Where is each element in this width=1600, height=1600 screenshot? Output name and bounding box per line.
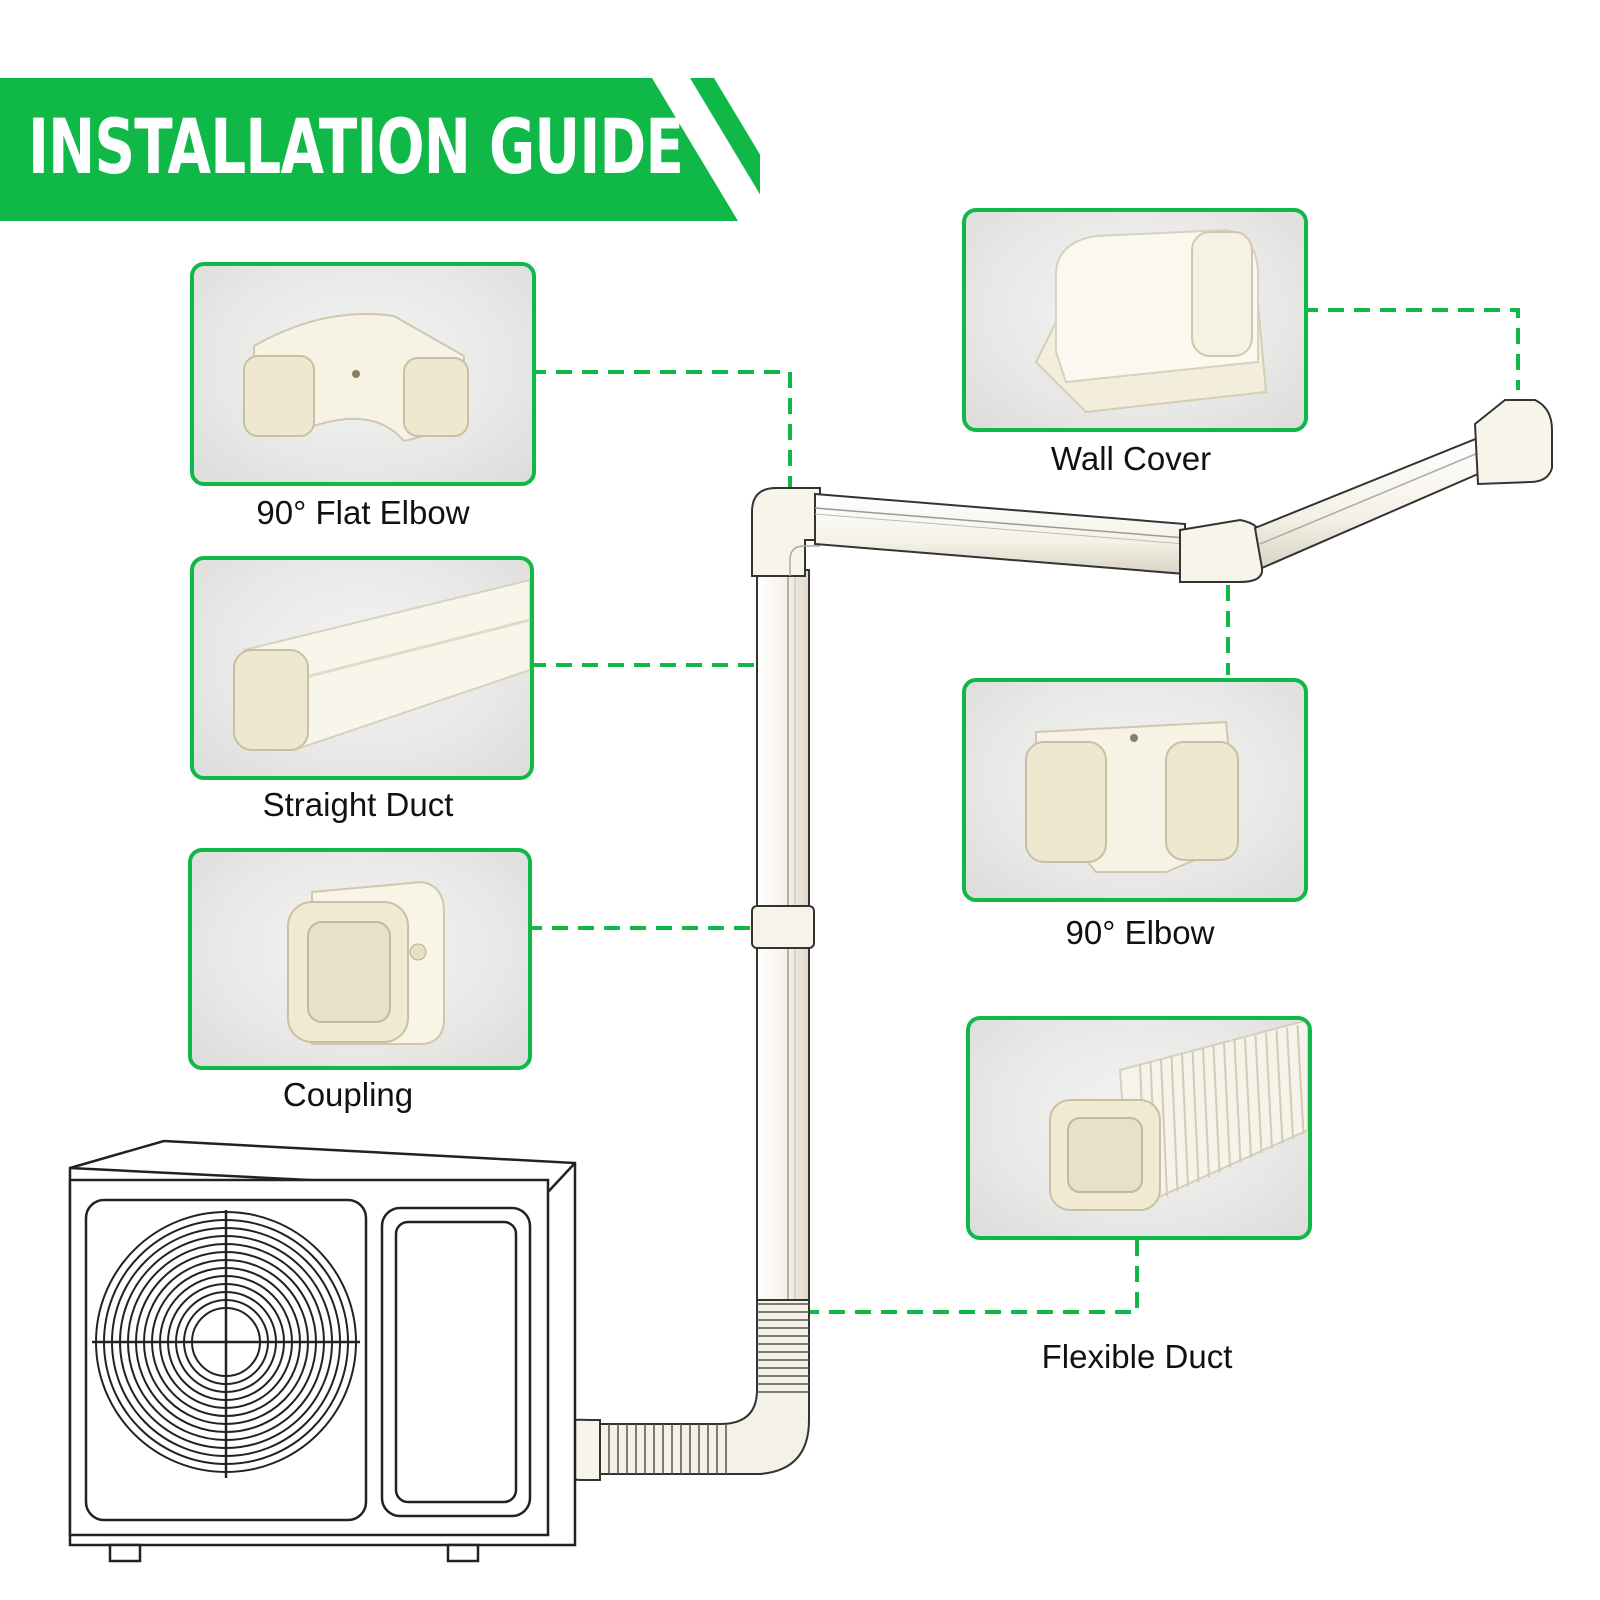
label-coupling: Coupling <box>282 1076 414 1113</box>
connector-flexible-duct <box>810 1240 1139 1314</box>
connector-wall-cover <box>1302 308 1520 390</box>
banner-stripe <box>690 78 760 195</box>
wall-cover-on-duct <box>1473 399 1553 486</box>
part-card-flexible-duct <box>966 1016 1312 1240</box>
connector-flat-elbow <box>530 370 792 488</box>
label-elbow: 90° Elbow <box>1065 914 1215 951</box>
wall-cover-photo-icon <box>1034 228 1268 414</box>
flat-elbow-photo-icon <box>243 313 469 443</box>
label-wall-cover: Wall Cover <box>1050 440 1212 477</box>
straight-duct-photo-icon <box>233 578 530 752</box>
horizontal-duct <box>814 492 1186 576</box>
flat-elbow-on-duct <box>751 487 821 577</box>
flexible-duct-on-run <box>547 1299 810 1481</box>
label-flexible-duct: Flexible Duct <box>1041 1338 1233 1375</box>
elbow-on-duct <box>1179 518 1263 583</box>
title-banner <box>0 78 760 221</box>
part-card-wall-cover <box>962 208 1308 432</box>
coupling-photo-icon <box>287 880 445 1045</box>
connector-lines <box>526 308 1520 1314</box>
label-straight-duct: Straight Duct <box>262 786 454 823</box>
coupling-on-duct <box>751 905 815 949</box>
part-card-elbow <box>962 678 1308 902</box>
label-flat-elbow: 90° Flat Elbow <box>256 494 470 531</box>
outdoor-ac-unit-illustration <box>68 1139 577 1563</box>
part-card-flat-elbow <box>190 262 536 486</box>
page-title: INSTALLATION GUIDE <box>28 102 684 191</box>
elbow-photo-icon <box>1025 720 1240 873</box>
part-card-coupling <box>188 848 532 1070</box>
flexible-duct-photo-icon <box>1049 1020 1308 1212</box>
part-card-straight-duct <box>190 556 534 780</box>
